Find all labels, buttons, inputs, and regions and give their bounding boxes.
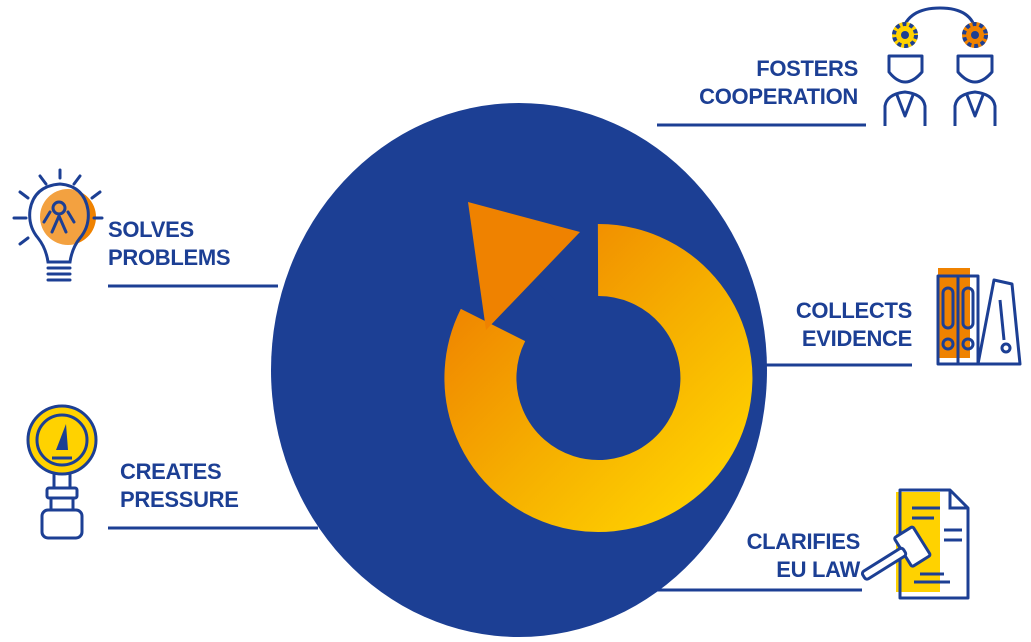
label-line-1: CREATES xyxy=(120,459,222,484)
cycle-arrow-icon xyxy=(444,202,753,532)
label-line-2: EVIDENCE xyxy=(801,326,912,351)
label-collects-evidence: COLLECTS EVIDENCE xyxy=(770,297,912,353)
label-line-1: CLARIFIES xyxy=(746,529,861,554)
label-line-2: COOPERATION xyxy=(699,84,858,109)
label-line-1: COLLECTS xyxy=(795,298,912,323)
people-gears-icon xyxy=(883,6,997,126)
label-solves-problems: SOLVES PROBLEMS xyxy=(108,216,231,272)
label-line-2: EU LAW xyxy=(776,557,860,582)
label-line-1: FOSTERS xyxy=(756,56,858,81)
lightbulb-icon xyxy=(12,168,104,282)
label-line-2: PROBLEMS xyxy=(108,245,231,270)
label-line-2: PRESSURE xyxy=(120,487,239,512)
label-fosters-cooperation: FOSTERS COOPERATION xyxy=(690,55,858,111)
gear-icon xyxy=(962,22,988,48)
connector-lines xyxy=(108,123,912,592)
label-clarifies-eu-law: CLARIFIES EU LAW xyxy=(700,528,861,584)
gear-icon xyxy=(892,22,918,48)
binders-icon xyxy=(936,268,1022,366)
gavel-document-icon xyxy=(860,488,970,600)
label-creates-pressure: CREATES PRESSURE xyxy=(120,458,239,514)
label-line-1: SOLVES xyxy=(108,217,194,242)
pressure-gauge-icon xyxy=(26,404,98,540)
